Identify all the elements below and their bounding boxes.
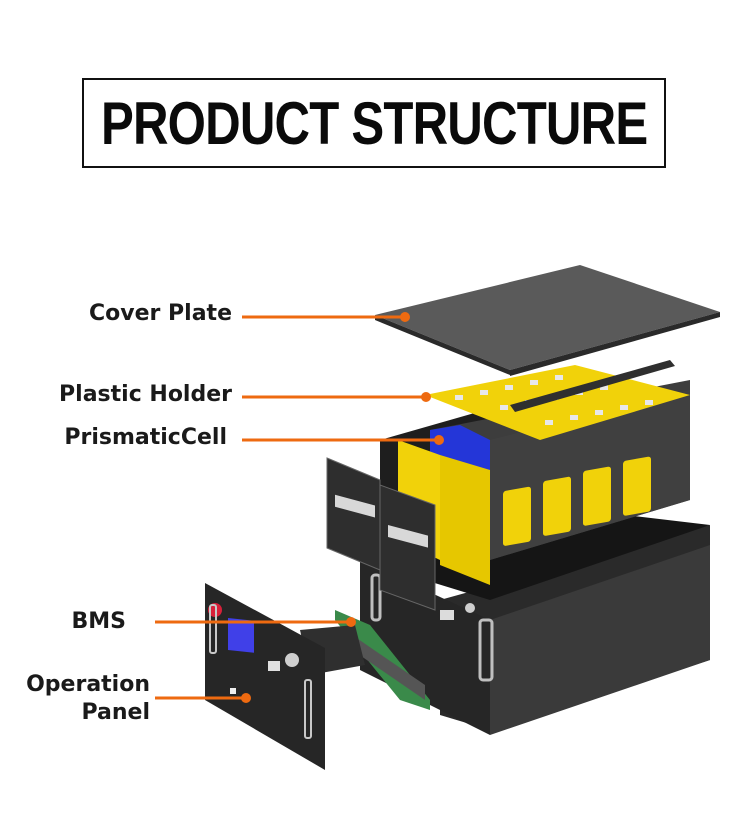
page-title: PRODUCT STRUCTURE — [100, 89, 648, 157]
label-operation-panel-line1: Operation — [26, 672, 150, 697]
label-prismatic-cell: PrismaticCell — [64, 425, 227, 450]
label-operation-panel-line2: Panel — [81, 700, 150, 725]
terminal-brackets — [326, 457, 436, 611]
callout-dot-bms — [346, 617, 356, 627]
handle-right-icon — [478, 618, 494, 682]
callouts — [155, 312, 444, 703]
plastic-holder-sheet — [425, 360, 690, 440]
panel-handle-right-icon — [304, 679, 312, 739]
label-cover-plate: Cover Plate — [89, 301, 232, 326]
label-operation-panel: Operation Panel — [10, 671, 150, 727]
terminal-icon — [285, 653, 299, 667]
handle-left-icon — [370, 573, 382, 622]
callout-dot-cover-plate — [400, 312, 410, 322]
operation-panel-part — [205, 583, 325, 770]
callout-dot-prismatic-cell — [434, 435, 444, 445]
callout-dot-operation-panel — [241, 693, 251, 703]
label-bms: BMS — [71, 609, 126, 634]
cover-plate-part — [375, 265, 720, 376]
callout-dot-plastic-holder — [421, 392, 431, 402]
title-box: PRODUCT STRUCTURE — [82, 78, 666, 168]
panel-handle-left-icon — [209, 604, 217, 654]
lcd-screen-icon — [228, 617, 254, 653]
bms-board — [300, 610, 430, 710]
label-plastic-holder: Plastic Holder — [59, 382, 232, 407]
switch-icon — [230, 688, 236, 694]
